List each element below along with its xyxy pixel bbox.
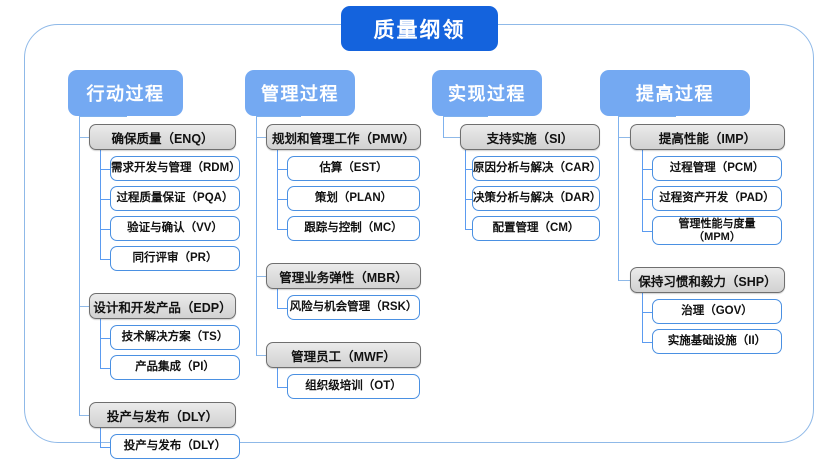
connector-branch-to-item	[100, 168, 110, 170]
connector-group-branch	[277, 150, 279, 230]
item-col-implement-0-0[interactable]: 原因分析与解决（CAR）	[472, 156, 601, 181]
category-header-col-action[interactable]: 行动过程	[68, 70, 183, 116]
connector-group-branch	[100, 319, 102, 369]
connector-trunk-to-group	[256, 355, 266, 357]
connector-trunk-to-group	[618, 137, 630, 139]
connector-branch-to-item	[100, 446, 110, 448]
connector-group-branch	[100, 150, 102, 260]
connector-branch-to-item	[100, 337, 110, 339]
connector-trunk-to-group	[79, 137, 89, 139]
item-col-manage-0-2[interactable]: 跟踪与控制（MC）	[287, 216, 420, 241]
item-col-action-1-1[interactable]: 产品集成（PI）	[110, 355, 240, 380]
connector-category-elbow	[79, 116, 127, 118]
item-col-implement-0-2[interactable]: 配置管理（CM）	[472, 216, 600, 241]
item-col-manage-0-0[interactable]: 估算（EST）	[287, 156, 420, 181]
connector-branch-to-item	[642, 341, 652, 343]
connector-branch-to-item	[465, 198, 472, 200]
connector-group-branch	[277, 368, 279, 388]
item-col-manage-2-0[interactable]: 组织级培训（OT）	[287, 374, 420, 399]
item-col-improve-1-0[interactable]: 治理（GOV）	[652, 299, 782, 324]
item-col-action-0-1[interactable]: 过程质量保证（PQA）	[110, 186, 240, 211]
connector-trunk-to-group	[618, 280, 630, 282]
connector-branch-to-item	[100, 258, 110, 260]
group-header-col-action-0[interactable]: 确保质量（ENQ）	[89, 124, 236, 150]
connector-group-branch	[642, 293, 644, 343]
connector-trunk-to-group	[256, 276, 266, 278]
group-header-col-action-1[interactable]: 设计和开发产品（EDP）	[89, 293, 236, 319]
item-col-improve-0-2[interactable]: 管理性能与度量（MPM）	[652, 216, 782, 245]
connector-group-branch	[465, 150, 467, 230]
item-col-action-2-0[interactable]: 投产与发布（DLY）	[110, 434, 240, 459]
connector-trunk-to-group	[79, 415, 89, 417]
group-header-col-improve-1[interactable]: 保持习惯和毅力（SHP）	[630, 267, 785, 293]
item-col-action-0-2[interactable]: 验证与确认（VV）	[110, 216, 240, 241]
connector-trunk-to-group	[443, 137, 460, 139]
connector-branch-to-item	[642, 230, 652, 232]
connector-branch-to-item	[642, 168, 652, 170]
connector-branch-to-item	[277, 307, 287, 309]
connector-category-elbow	[618, 116, 677, 118]
connector-category-elbow	[256, 116, 302, 118]
connector-branch-to-item	[277, 228, 287, 230]
connector-column-trunk	[618, 116, 620, 282]
group-header-col-manage-2[interactable]: 管理员工（MWF）	[266, 342, 421, 368]
item-col-action-0-3[interactable]: 同行评审（PR）	[110, 246, 240, 271]
connector-column-trunk	[256, 116, 258, 357]
category-header-col-implement[interactable]: 实现过程	[432, 70, 542, 116]
connector-branch-to-item	[465, 168, 472, 170]
connector-column-trunk	[79, 116, 81, 417]
group-header-col-manage-0[interactable]: 规划和管理工作（PMW）	[266, 124, 421, 150]
connector-branch-to-item	[642, 311, 652, 313]
connector-branch-to-item	[277, 198, 287, 200]
connector-group-branch	[277, 289, 279, 309]
item-col-manage-0-1[interactable]: 策划（PLAN）	[287, 186, 420, 211]
category-header-col-manage[interactable]: 管理过程	[245, 70, 355, 116]
connector-branch-to-item	[100, 198, 110, 200]
group-header-col-manage-1[interactable]: 管理业务弹性（MBR）	[266, 263, 421, 289]
connector-branch-to-item	[642, 198, 652, 200]
connector-branch-to-item	[100, 228, 110, 230]
item-col-improve-1-1[interactable]: 实施基础设施（II）	[652, 329, 782, 354]
connector-branch-to-item	[277, 386, 287, 388]
connector-group-branch	[642, 150, 644, 232]
category-header-col-improve[interactable]: 提高过程	[600, 70, 750, 116]
item-col-implement-0-1[interactable]: 决策分析与解决（DAR）	[472, 186, 601, 211]
root-title-node: 质量纲领	[341, 6, 498, 51]
connector-branch-to-item	[465, 228, 472, 230]
connector-trunk-to-group	[256, 137, 266, 139]
group-header-col-action-2[interactable]: 投产与发布（DLY）	[89, 402, 236, 428]
connector-branch-to-item	[277, 168, 287, 170]
group-header-col-implement-0[interactable]: 支持实施（SI）	[460, 124, 600, 150]
connector-group-branch	[100, 428, 102, 448]
item-col-action-1-0[interactable]: 技术解决方案（TS）	[110, 325, 240, 350]
item-col-manage-1-0[interactable]: 风险与机会管理（RSK）	[287, 295, 420, 320]
group-header-col-improve-0[interactable]: 提高性能（IMP）	[630, 124, 785, 150]
item-col-action-0-0[interactable]: 需求开发与管理（RDM）	[110, 156, 241, 181]
item-col-improve-0-0[interactable]: 过程管理（PCM）	[652, 156, 782, 181]
item-col-improve-0-1[interactable]: 过程资产开发（PAD）	[652, 186, 782, 211]
connector-trunk-to-group	[79, 306, 89, 308]
connector-branch-to-item	[100, 367, 110, 369]
connector-category-elbow	[443, 116, 489, 118]
connector-column-trunk	[443, 116, 445, 139]
